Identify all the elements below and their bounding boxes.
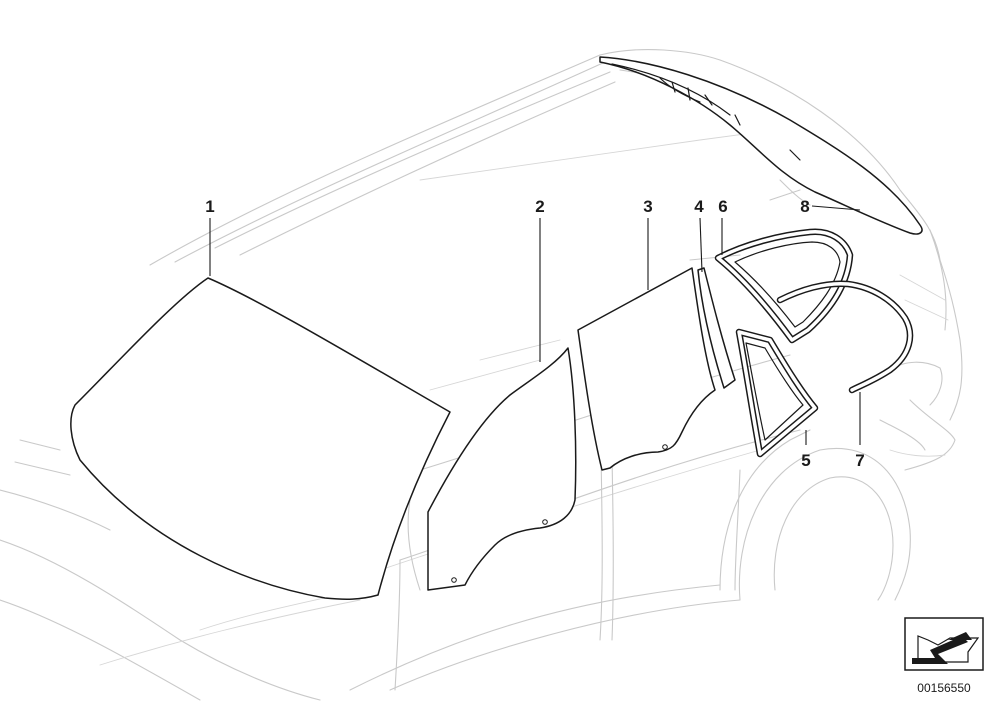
part-rear-door-glass[interactable] [577,267,716,471]
part-windshield[interactable] [70,277,451,600]
leader-lines [209,205,861,445]
callout-6: 6 [718,197,727,216]
callout-5: 5 [801,451,810,470]
callout-4: 4 [694,197,704,216]
part-front-door-glass[interactable] [427,347,577,591]
document-number: 00156550 [917,681,971,695]
callout-1: 1 [205,197,214,216]
mount-hole-marker [542,519,548,525]
part-curved-seal-strip[interactable] [776,280,914,394]
part-vent-glass-strip[interactable] [697,267,736,389]
callout-numbers: 1 2 3 4 6 8 5 7 [205,197,864,470]
mount-hole-marker [662,444,668,450]
callout-7: 7 [855,451,864,470]
callout-2: 2 [535,197,544,216]
part-window-frame-seal[interactable] [714,228,854,344]
callout-8: 8 [800,197,809,216]
part-rear-window-seal[interactable] [599,56,923,235]
mount-hole-marker [451,577,457,583]
vehicle-outline [0,49,963,701]
callout-3: 3 [643,197,652,216]
part-quarter-glass[interactable] [735,328,819,458]
arrow-navigation-icon[interactable] [904,617,984,671]
